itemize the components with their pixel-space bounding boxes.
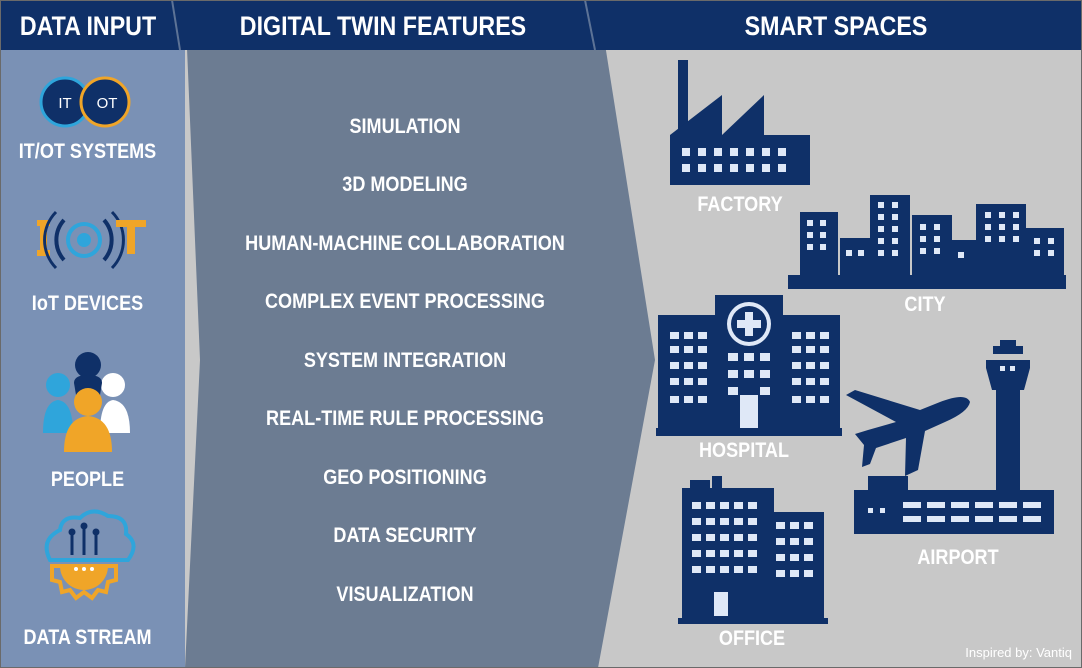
- feature-geo-positioning: GEO POSITIONING: [323, 466, 487, 489]
- feature-human-machine-collaboration: HUMAN-MACHINE COLLABORATION: [245, 232, 565, 255]
- header-data-input: DATA INPUT: [19, 11, 157, 41]
- feature-real-time-rule-processing: REAL-TIME RULE PROCESSING: [266, 407, 544, 430]
- iot-icon: [37, 210, 146, 270]
- label-airport: AIRPORT: [917, 546, 999, 569]
- data-input-icons: IT OT: [37, 76, 146, 601]
- factory-icon: [670, 60, 810, 185]
- header-smart-spaces: SMART SPACES: [744, 11, 928, 41]
- feature-data-security: DATA SECURITY: [333, 524, 477, 547]
- feature-simulation: SIMULATION: [349, 115, 461, 138]
- airport-icon: [854, 340, 1054, 534]
- credit-text: Inspired by: Vantiq: [965, 645, 1072, 660]
- label-city: CITY: [904, 293, 946, 316]
- features-panel: [185, 0, 655, 668]
- city-icon: [788, 195, 1066, 289]
- label-data-stream: DATA STREAM: [23, 626, 152, 649]
- label-it-ot-systems: IT/OT SYSTEMS: [18, 140, 157, 163]
- header-digital-twin-features: DIGITAL TWIN FEATURES: [239, 11, 527, 41]
- feature-system-integration: SYSTEM INTEGRATION: [303, 349, 507, 372]
- feature-visualization: VISUALIZATION: [336, 583, 474, 606]
- label-factory: FACTORY: [697, 193, 783, 216]
- airplane-icon: [846, 390, 970, 476]
- office-icon: [678, 476, 828, 624]
- feature-3d-modeling: 3D MODELING: [342, 173, 468, 196]
- ot-badge: OT: [97, 95, 118, 112]
- it-badge: IT: [58, 95, 71, 112]
- data-input-panel: [0, 0, 185, 668]
- label-office: OFFICE: [718, 627, 786, 650]
- people-icon: [43, 352, 130, 452]
- label-hospital: HOSPITAL: [699, 439, 789, 462]
- feature-complex-event-processing: COMPLEX EVENT PROCESSING: [265, 290, 545, 313]
- it-ot-icon: IT OT: [39, 76, 131, 128]
- label-people: PEOPLE: [50, 468, 125, 491]
- label-iot-devices: IoT DEVICES: [31, 292, 144, 315]
- hospital-icon: [656, 295, 842, 436]
- data-stream-icon: [44, 509, 136, 601]
- smart-spaces-illustrations: [656, 60, 1066, 624]
